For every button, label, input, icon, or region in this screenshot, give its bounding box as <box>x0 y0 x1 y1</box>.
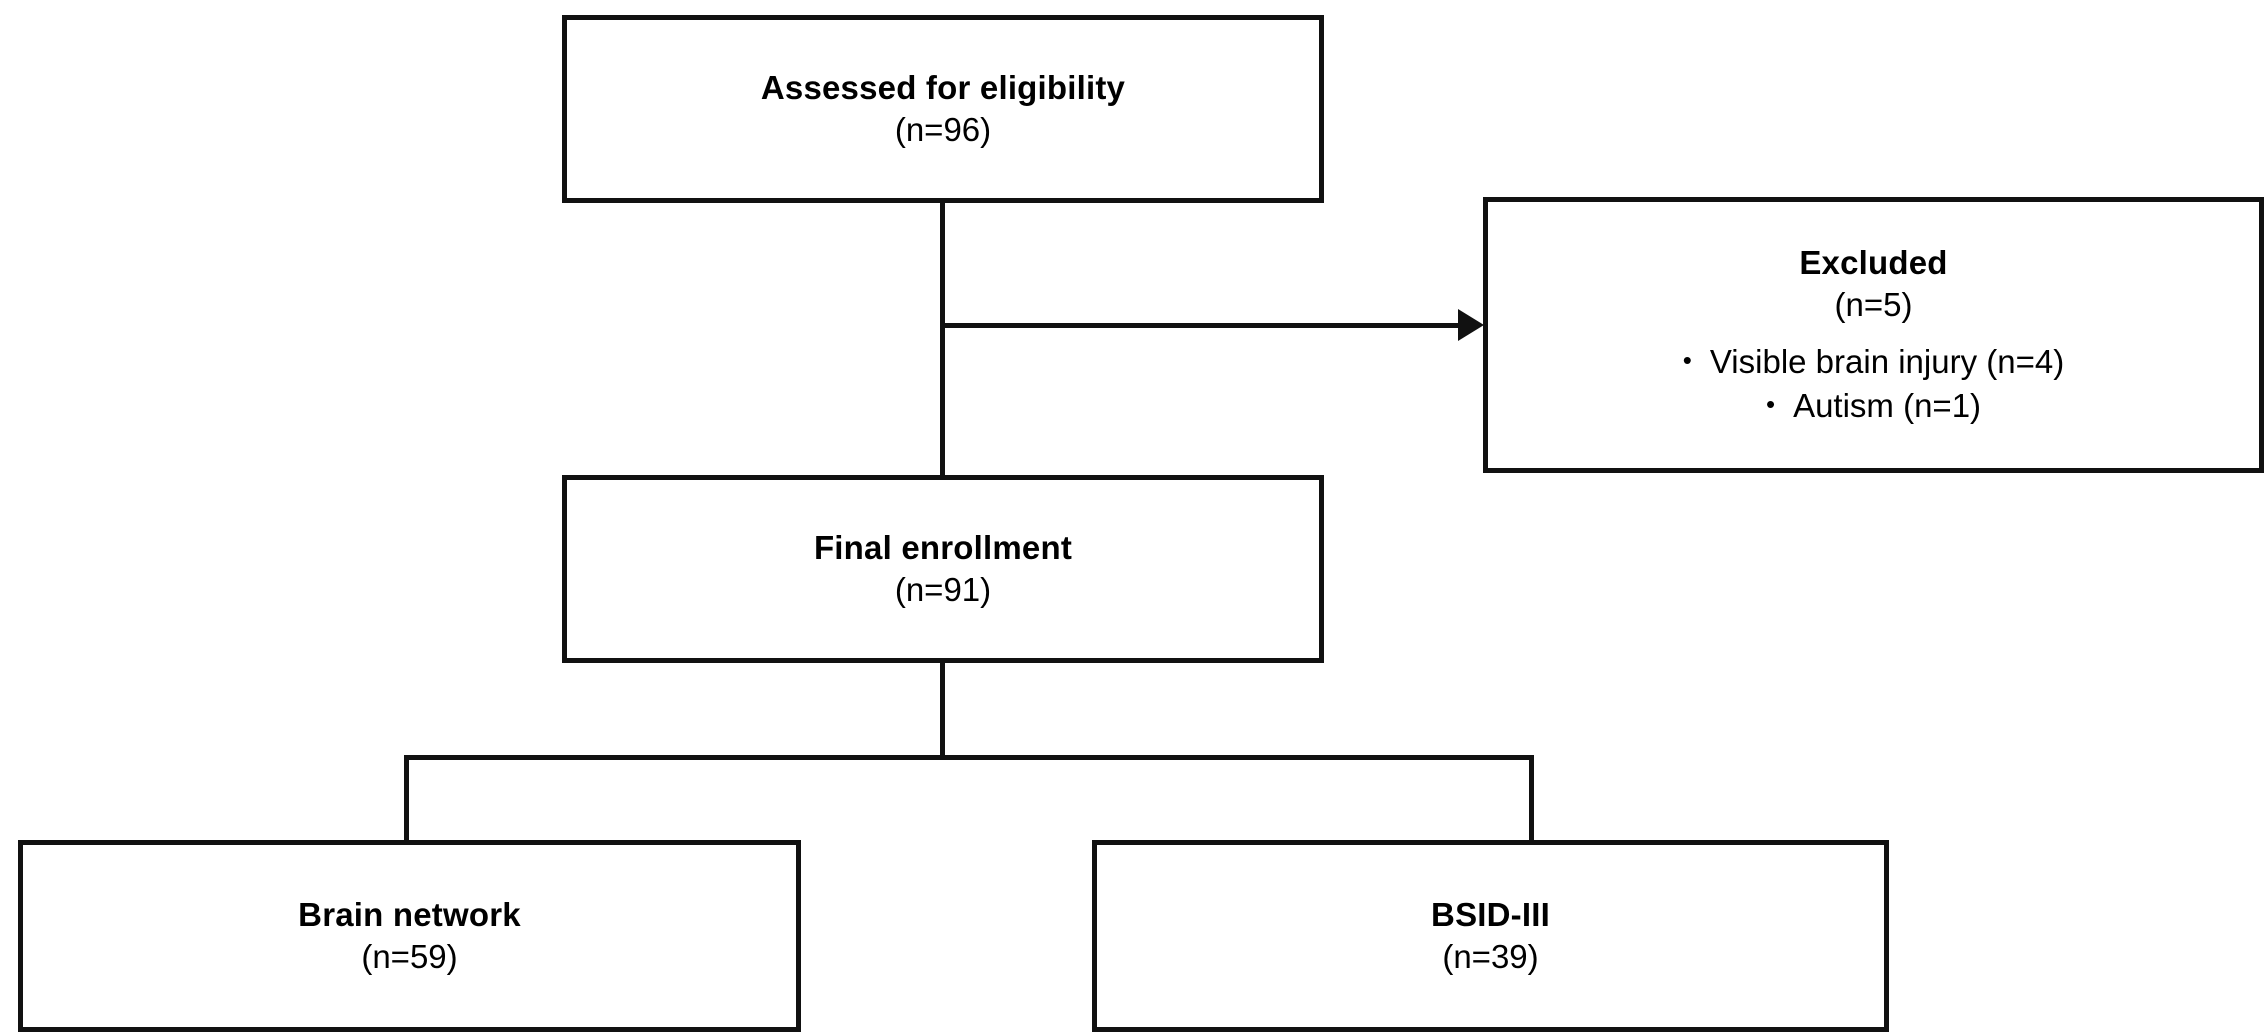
list-item: • Visible brain injury (n=4) <box>1683 340 2064 384</box>
node-count: (n=59) <box>361 938 458 975</box>
node-count: (n=96) <box>894 111 992 148</box>
connector-split-bus <box>404 755 1534 760</box>
node-excluded[interactable]: Excluded (n=5) • Visible brain injury (n… <box>1483 197 2264 473</box>
list-item: • Autism (n=1) <box>1766 384 1981 428</box>
node-bsid-iii[interactable]: BSID-III (n=39) <box>1092 840 1889 1032</box>
node-count: (n=39) <box>1442 938 1539 975</box>
connector-assessed-to-final <box>940 200 945 478</box>
node-count: (n=5) <box>1834 285 1913 323</box>
node-title: Brain network <box>298 895 521 933</box>
node-title: Excluded <box>1799 243 1948 281</box>
node-brain-network[interactable]: Brain network (n=59) <box>18 840 801 1032</box>
node-title: Final enrollment <box>813 528 1073 566</box>
connector-assessed-to-excluded <box>940 323 1460 328</box>
node-assessed-for-eligibility[interactable]: Assessed for eligibility (n=96) <box>562 15 1324 203</box>
list-item-label: Autism (n=1) <box>1793 387 1982 425</box>
exclusion-reason-list: • Visible brain injury (n=4) • Autism (n… <box>1683 340 2064 428</box>
connector-final-to-bus <box>940 659 945 759</box>
connector-bus-to-brain-network <box>404 755 409 843</box>
node-title: Assessed for eligibility <box>760 68 1126 106</box>
node-title: BSID-III <box>1431 895 1550 933</box>
node-count: (n=91) <box>894 571 992 608</box>
node-final-enrollment[interactable]: Final enrollment (n=91) <box>562 475 1324 663</box>
arrow-head-icon <box>1458 309 1484 341</box>
bullet-icon: • <box>1765 389 1776 420</box>
bullet-icon: • <box>1682 345 1692 376</box>
connector-bus-to-bsid <box>1529 755 1534 843</box>
list-item-label: Visible brain injury (n=4) <box>1709 343 2065 381</box>
